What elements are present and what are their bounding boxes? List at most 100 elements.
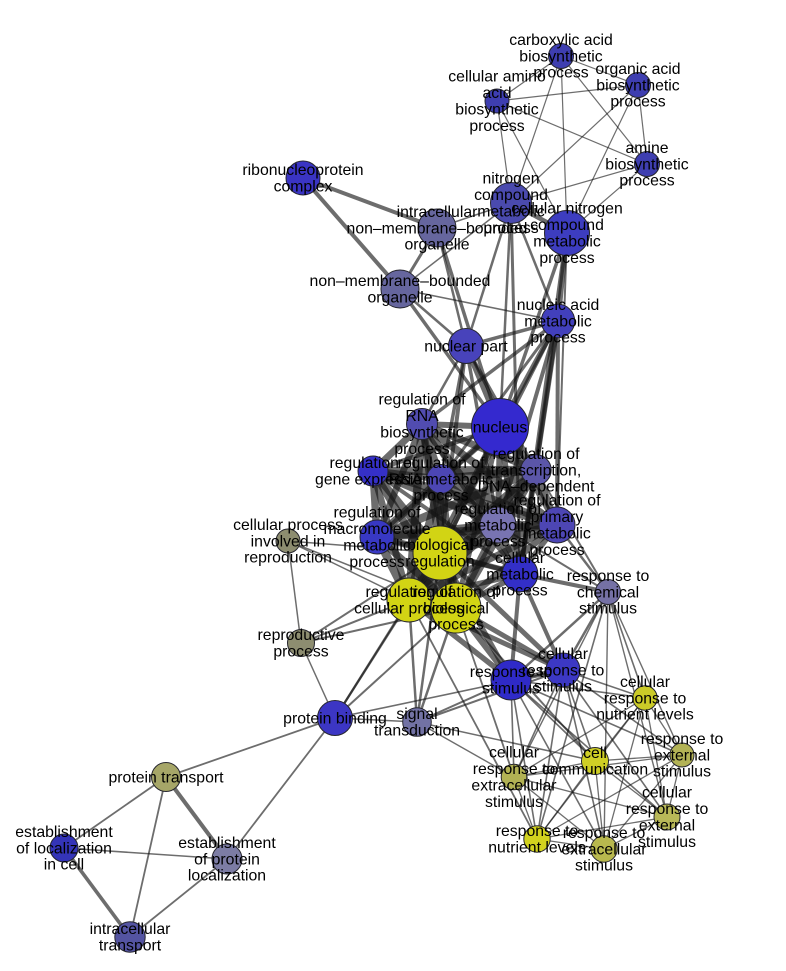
svg-text:establishment: establishment — [178, 835, 276, 852]
svg-text:compound: compound — [474, 187, 548, 204]
svg-text:response to: response to — [522, 662, 605, 679]
svg-text:response to: response to — [604, 690, 687, 707]
svg-text:gene expression: gene expression — [315, 472, 431, 489]
svg-text:in cell: in cell — [44, 857, 84, 874]
svg-text:signal: signal — [396, 706, 437, 723]
svg-text:cellular: cellular — [620, 674, 670, 691]
svg-text:protein transport: protein transport — [108, 769, 224, 786]
svg-text:regulation of: regulation of — [334, 505, 422, 522]
svg-text:intracellular: intracellular — [397, 204, 478, 221]
svg-text:reproduction: reproduction — [244, 550, 332, 567]
svg-text:stimulus: stimulus — [482, 681, 540, 698]
svg-text:reproductive: reproductive — [258, 627, 345, 644]
svg-text:regulation of: regulation of — [455, 501, 543, 518]
svg-text:process: process — [619, 173, 674, 190]
svg-text:RNA metabolic: RNA metabolic — [389, 471, 494, 488]
svg-text:nutrient levels: nutrient levels — [488, 840, 586, 857]
svg-text:carboxylic acid: carboxylic acid — [509, 32, 613, 49]
svg-text:cellular process: cellular process — [233, 517, 343, 534]
svg-text:stimulus: stimulus — [575, 858, 633, 875]
svg-text:response to: response to — [563, 825, 646, 842]
svg-text:response to: response to — [641, 731, 724, 748]
svg-text:response to: response to — [626, 801, 709, 818]
svg-text:biological: biological — [407, 537, 473, 554]
svg-text:nuclear part: nuclear part — [424, 338, 508, 355]
svg-text:chemical: chemical — [577, 584, 639, 601]
svg-text:biosynthetic: biosynthetic — [605, 156, 689, 173]
svg-text:process: process — [492, 583, 547, 600]
svg-text:nitrogen: nitrogen — [482, 171, 539, 188]
svg-text:metabolic: metabolic — [523, 526, 591, 543]
svg-text:cellular: cellular — [538, 646, 588, 663]
svg-text:process: process — [529, 542, 584, 559]
svg-text:stimulus: stimulus — [485, 794, 543, 811]
svg-text:metabolic: metabolic — [486, 566, 554, 583]
svg-text:metabolic: metabolic — [343, 538, 411, 555]
svg-text:non–membrane–bounded: non–membrane–bounded — [347, 220, 528, 237]
svg-text:of protein: of protein — [194, 851, 260, 868]
svg-text:stimulus: stimulus — [579, 601, 637, 618]
svg-text:stimulus: stimulus — [534, 679, 592, 696]
svg-text:regulation of: regulation of — [330, 455, 418, 472]
svg-text:biosynthetic: biosynthetic — [380, 425, 464, 442]
svg-text:establishment: establishment — [15, 824, 113, 841]
svg-text:RNA: RNA — [405, 408, 439, 425]
svg-text:amine: amine — [625, 140, 668, 157]
svg-text:process: process — [413, 488, 468, 505]
svg-text:regulation of: regulation of — [379, 392, 467, 409]
svg-text:cellular process: cellular process — [354, 601, 464, 618]
svg-text:process: process — [394, 441, 449, 458]
svg-text:transduction: transduction — [374, 723, 460, 740]
svg-text:extracellular: extracellular — [471, 778, 556, 795]
svg-text:process: process — [273, 644, 328, 661]
svg-text:intracellular: intracellular — [90, 921, 171, 938]
svg-text:metabolic: metabolic — [477, 204, 545, 221]
svg-text:complex: complex — [274, 179, 333, 196]
svg-text:regulation: regulation — [405, 554, 474, 571]
svg-text:biological: biological — [423, 600, 489, 617]
svg-text:cellular: cellular — [642, 785, 692, 802]
svg-text:cell: cell — [583, 745, 607, 762]
svg-text:DNA–dependent: DNA–dependent — [478, 479, 595, 496]
svg-text:primary: primary — [531, 509, 584, 526]
svg-text:process: process — [469, 118, 524, 135]
svg-text:compound: compound — [530, 217, 604, 234]
svg-text:organelle: organelle — [368, 290, 433, 307]
svg-text:stimulus: stimulus — [653, 764, 711, 781]
svg-text:organelle: organelle — [405, 237, 470, 254]
svg-text:response to: response to — [496, 823, 579, 840]
svg-text:cellular: cellular — [489, 745, 539, 762]
svg-text:regulation of: regulation of — [514, 493, 602, 510]
svg-text:regulation of: regulation of — [366, 584, 454, 601]
svg-text:communication: communication — [542, 762, 648, 779]
svg-text:process: process — [530, 330, 585, 347]
svg-text:process: process — [539, 250, 594, 267]
svg-text:response to: response to — [470, 664, 553, 681]
svg-text:nutrient levels: nutrient levels — [596, 707, 694, 724]
svg-text:stimulus: stimulus — [638, 834, 696, 851]
svg-text:biosynthetic: biosynthetic — [455, 102, 539, 119]
svg-text:cellular nitrogen: cellular nitrogen — [511, 201, 623, 218]
svg-text:cellular: cellular — [495, 550, 545, 567]
svg-text:macromolecule: macromolecule — [323, 521, 430, 538]
svg-text:cellular amino: cellular amino — [448, 69, 546, 86]
svg-text:process: process — [349, 554, 404, 571]
svg-text:acid: acid — [483, 85, 512, 102]
svg-text:of localization: of localization — [16, 840, 112, 857]
svg-text:response to: response to — [567, 568, 650, 585]
svg-text:metabolic: metabolic — [464, 517, 532, 534]
svg-text:localization: localization — [188, 868, 266, 885]
svg-text:process: process — [610, 94, 665, 111]
svg-text:nucleus: nucleus — [473, 419, 528, 436]
svg-text:regulation of: regulation of — [398, 455, 486, 472]
svg-text:transport: transport — [99, 938, 162, 955]
svg-text:involved in: involved in — [251, 533, 326, 550]
svg-text:external: external — [654, 747, 710, 764]
svg-text:nucleic acid: nucleic acid — [517, 297, 600, 314]
svg-text:metabolic: metabolic — [533, 234, 601, 251]
svg-text:biosynthetic: biosynthetic — [519, 48, 603, 65]
svg-text:process: process — [470, 534, 525, 551]
svg-text:process: process — [533, 65, 588, 82]
svg-text:transcription,: transcription, — [491, 462, 581, 479]
svg-text:regulation of: regulation of — [413, 584, 501, 601]
